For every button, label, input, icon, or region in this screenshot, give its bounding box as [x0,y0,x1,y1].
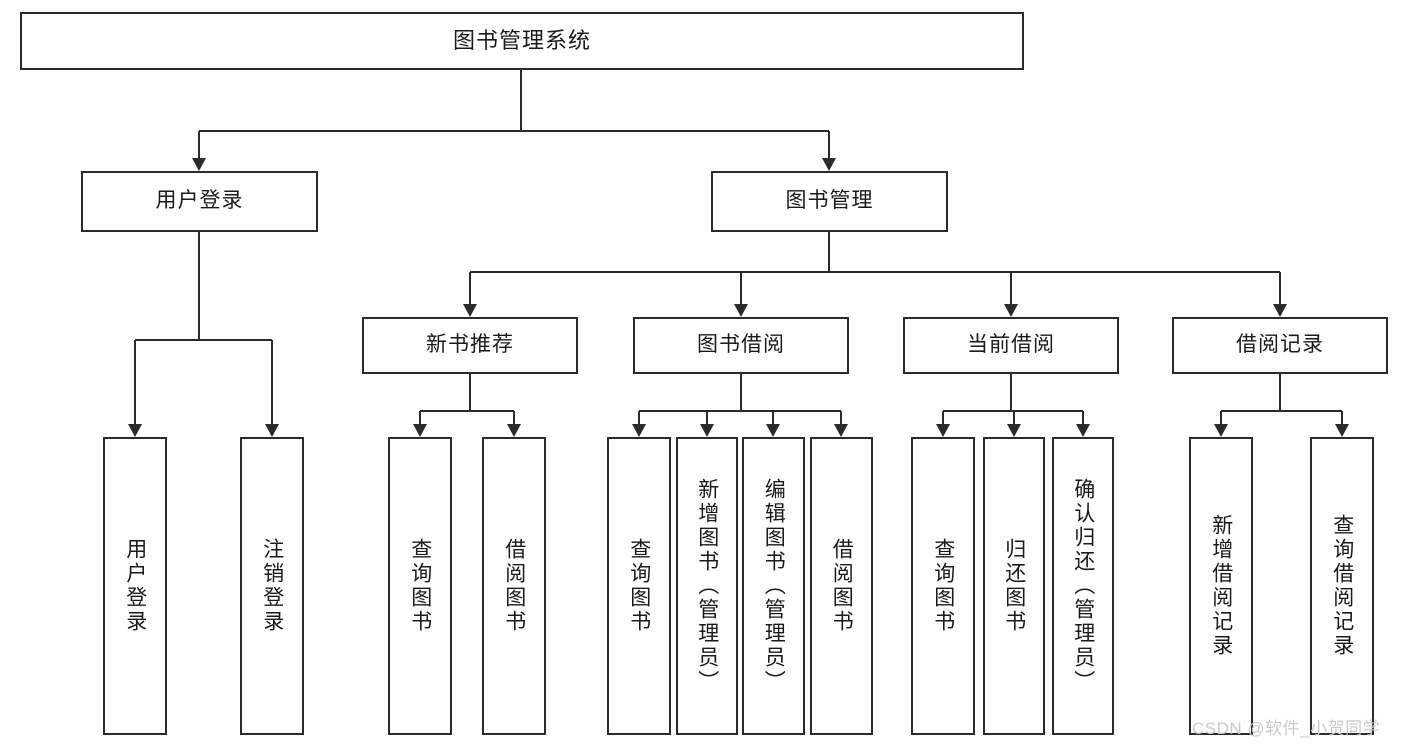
connector-vertical [840,411,842,424]
arrowhead-icon [1076,424,1090,437]
arrowhead-icon [632,424,646,437]
connector-vertical [513,411,515,424]
arrowhead-icon [1007,424,1021,437]
arrowhead-icon [766,424,780,437]
arrowhead-icon [192,158,206,171]
arrowhead-icon [822,158,836,171]
connector-vertical [772,411,774,424]
connector-vertical [740,272,742,304]
node-label: 查询借阅记录 [1330,514,1354,658]
connector-vertical [1010,272,1012,304]
connector-vertical [520,70,522,131]
arrowhead-icon [834,424,848,437]
arrowhead-icon [507,424,521,437]
node-label: 用户登录 [123,538,147,634]
connector-horizontal [420,410,514,412]
node-book-borrow[interactable]: 图书借阅 [633,317,849,374]
node-label: 用户登录 [155,189,244,213]
node-leaf[interactable]: 编辑图书（管理员） [742,437,805,735]
node-leaf[interactable]: 查询图书 [911,437,975,735]
node-label: 借阅记录 [1236,333,1324,357]
node-label: 当前借阅 [967,333,1055,357]
connector-vertical [1010,374,1012,411]
arrowhead-icon [1004,304,1018,317]
node-new-book-recommend[interactable]: 新书推荐 [362,317,578,374]
node-borrow-record[interactable]: 借阅记录 [1172,317,1388,374]
node-label: 新书推荐 [426,333,514,357]
node-leaf[interactable]: 新增借阅记录 [1189,437,1253,735]
connector-vertical [419,411,421,424]
node-label: 图书管理系统 [452,28,591,54]
connector-horizontal [470,271,1280,273]
connector-horizontal [1221,410,1342,412]
node-label: 图书管理 [785,189,874,213]
node-label: 图书借阅 [697,333,785,357]
connector-vertical [942,411,944,424]
node-user-login[interactable]: 用户登录 [81,171,318,232]
connector-vertical [828,131,830,158]
node-leaf[interactable]: 查询图书 [388,437,452,735]
node-leaf[interactable]: 查询图书 [607,437,671,735]
node-label: 借阅图书 [502,538,526,634]
connector-vertical [706,411,708,424]
connector-horizontal [199,130,829,132]
connector-horizontal [639,410,841,412]
connector-vertical [1279,272,1281,304]
node-leaf[interactable]: 借阅图书 [482,437,546,735]
node-label: 借阅图书 [830,538,854,634]
node-label: 归还图书 [1002,538,1026,634]
node-leaf[interactable]: 查询借阅记录 [1310,437,1374,735]
arrowhead-icon [1273,304,1287,317]
arrowhead-icon [463,304,477,317]
node-leaf[interactable]: 借阅图书 [810,437,873,735]
connector-vertical [134,340,136,424]
arrowhead-icon [734,304,748,317]
node-current-borrow[interactable]: 当前借阅 [903,317,1119,374]
arrowhead-icon [700,424,714,437]
node-label: 确认归还（管理员） [1071,478,1095,694]
node-leaf[interactable]: 新增图书（管理员） [676,437,738,735]
connector-vertical [469,374,471,411]
connector-vertical [1341,411,1343,424]
node-label: 查询图书 [408,538,432,634]
node-label: 编辑图书（管理员） [762,478,786,694]
connector-vertical [828,232,830,272]
connector-vertical [1082,411,1084,424]
node-label: 新增图书（管理员） [695,478,719,694]
node-leaf[interactable]: 确认归还（管理员） [1052,437,1114,735]
connector-vertical [1279,374,1281,411]
node-leaf[interactable]: 注销登录 [240,437,304,735]
node-label: 新增借阅记录 [1209,514,1233,658]
arrowhead-icon [265,424,279,437]
connector-vertical [638,411,640,424]
node-label: 查询图书 [931,538,955,634]
node-label: 注销登录 [260,538,284,634]
node-leaf[interactable]: 归还图书 [983,437,1045,735]
connector-vertical [1220,411,1222,424]
arrowhead-icon [936,424,950,437]
arrowhead-icon [413,424,427,437]
connector-vertical [198,131,200,158]
node-root-system[interactable]: 图书管理系统 [20,12,1024,70]
node-book-management[interactable]: 图书管理 [711,171,948,232]
node-leaf[interactable]: 用户登录 [103,437,167,735]
arrowhead-icon [1214,424,1228,437]
arrowhead-icon [128,424,142,437]
connector-vertical [740,374,742,411]
arrowhead-icon [1335,424,1349,437]
connector-horizontal [135,339,272,341]
connector-vertical [198,232,200,340]
node-label: 查询图书 [627,538,651,634]
connector-vertical [271,340,273,424]
connector-vertical [469,272,471,304]
connector-vertical [1013,411,1015,424]
